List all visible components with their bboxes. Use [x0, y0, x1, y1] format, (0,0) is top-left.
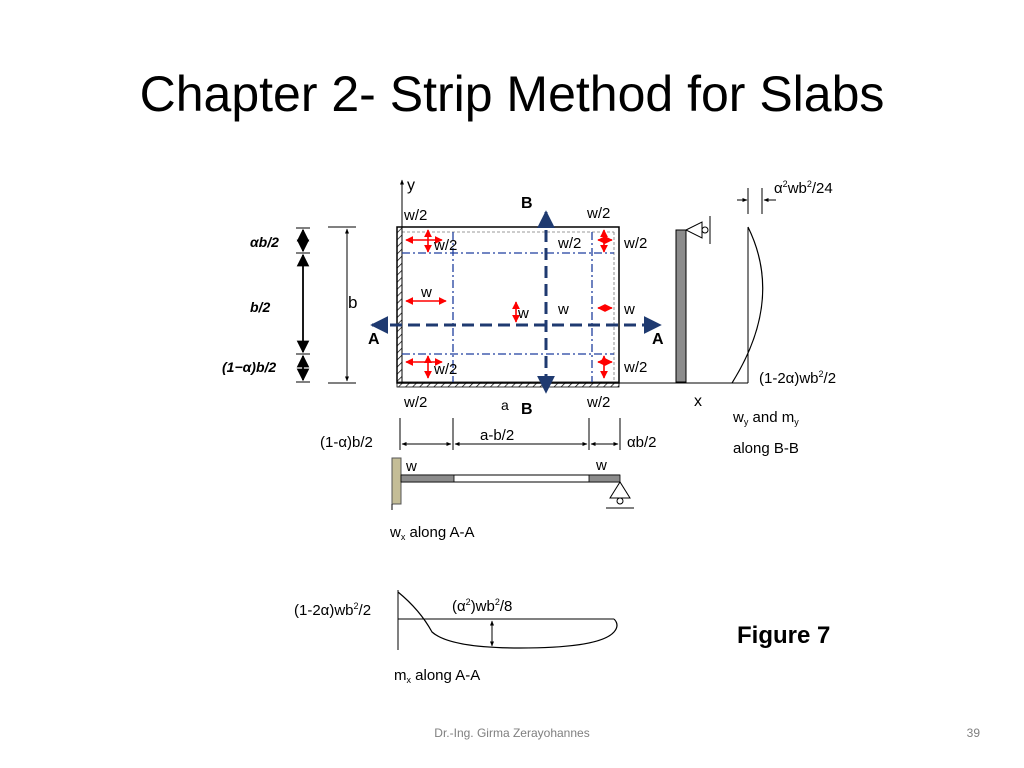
load-label: w/2	[403, 207, 427, 224]
section-b-b: α2wb2/24 (1-2α)wb2/2 wy and my along B-B	[675, 179, 836, 457]
section-a-right-label: A	[652, 331, 664, 348]
load-label: w	[405, 458, 417, 475]
slab-outline	[396, 226, 620, 384]
dim-alpha-b2: αb/2	[627, 434, 657, 451]
dim-a-minus-b2: a-b/2	[480, 427, 514, 444]
dim-one-minus-alpha-b2: (1-α)b/2	[320, 434, 373, 451]
load-label: w/2	[433, 361, 457, 378]
span-moment-a-a-label: (α2)wb2/8	[452, 597, 512, 615]
load-label: w/2	[623, 235, 647, 252]
support-moment-b-b-label: (1-2α)wb2/2	[759, 369, 836, 387]
wx-along-a-a-label: wx along A-A	[389, 524, 475, 542]
load-label: w/2	[586, 394, 610, 411]
load-label: w/2	[433, 237, 457, 254]
footer-author: Dr.-Ing. Girma Zerayohannes	[434, 726, 590, 740]
fixed-edge-left	[396, 226, 403, 384]
load-label: w	[517, 305, 529, 322]
load-label: w/2	[586, 205, 610, 222]
load-label: w	[420, 284, 432, 301]
left-dimensions: αb/2 b/2 (1−α)b/2 b	[222, 226, 357, 384]
dim-b-label: b	[348, 293, 357, 312]
slab-plan: y x a A A B B	[368, 177, 748, 418]
support-moment-a-a-label: (1-2α)wb2/2	[294, 601, 371, 619]
section-a-a-beam: (1-α)b/2 a-b/2 αb/2 w w wx along A-A	[320, 418, 657, 542]
max-moment-b-b-label: α2wb2/24	[774, 179, 833, 197]
load-label: w	[595, 457, 607, 474]
section-a-left-label: A	[368, 331, 380, 348]
axis-y-label: y	[407, 177, 415, 194]
figure-caption: Figure 7	[737, 622, 830, 649]
slide-title: Chapter 2- Strip Method for Slabs	[139, 66, 885, 122]
pin-support	[609, 481, 631, 499]
dim-a-label: a	[501, 397, 509, 413]
moment-curve-a-a	[397, 591, 618, 649]
load-label: w/2	[557, 235, 581, 252]
pin-support-top	[684, 221, 703, 239]
load-block-right	[588, 474, 621, 483]
load-label: w/2	[623, 359, 647, 376]
load-label: w	[623, 301, 635, 318]
section-b-bottom-label: B	[521, 401, 533, 418]
b-over-2-label: b/2	[250, 299, 270, 315]
strip-member	[675, 229, 687, 383]
moment-curve-b-b	[731, 226, 764, 384]
one-minus-alpha-label: (1−α)b/2	[222, 359, 276, 375]
page-number: 39	[966, 726, 980, 740]
fixed-support	[391, 457, 402, 505]
mx-along-a-a-label: mx along A-A	[394, 667, 480, 685]
wy-my-label: wy and my	[732, 409, 799, 427]
along-b-b-label: along B-B	[733, 440, 799, 457]
load-block-left	[400, 474, 455, 483]
section-b-top-label: B	[521, 195, 533, 212]
load-label: w/2	[403, 394, 427, 411]
load-label: w	[557, 301, 569, 318]
alpha-symbol: αb/2	[250, 234, 279, 250]
fixed-edge-bottom	[396, 381, 620, 388]
moment-diagram-a-a: (1-2α)wb2/2 (α2)wb2/8 mx along A-A	[294, 590, 618, 685]
axis-x-label: x	[694, 393, 702, 410]
